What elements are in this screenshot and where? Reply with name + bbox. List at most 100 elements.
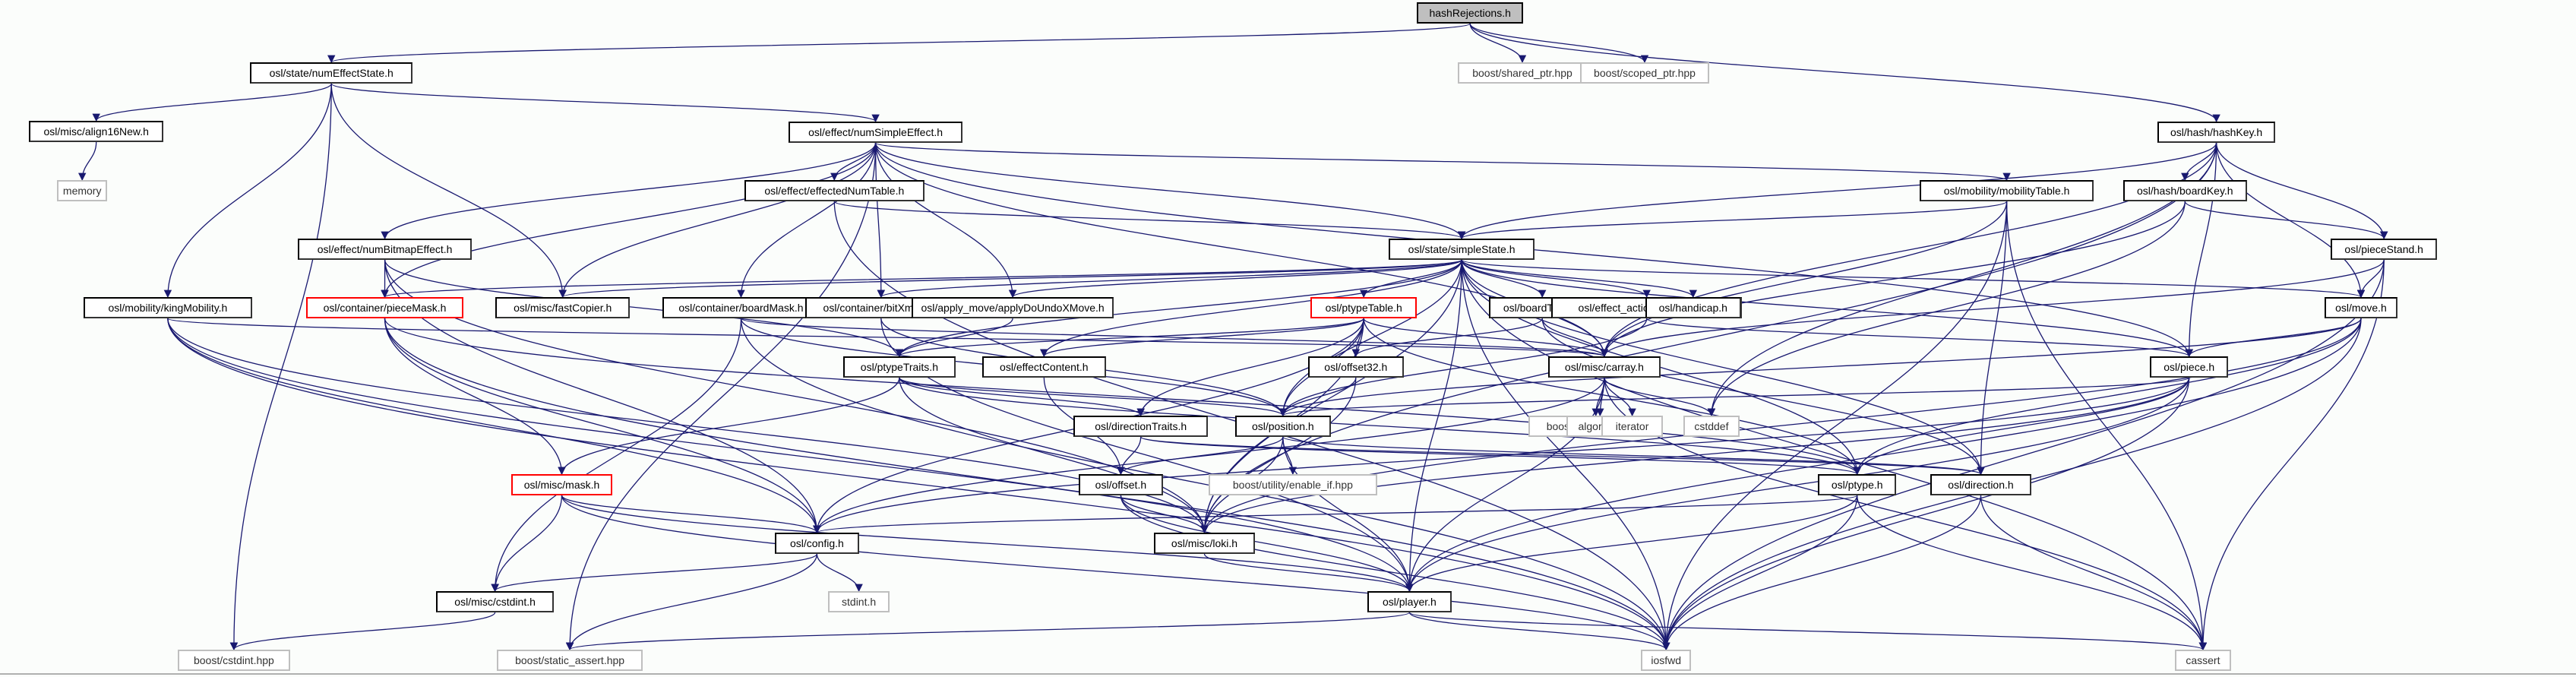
node-simple-state[interactable]: osl/state/simpleState.h [1389, 239, 1535, 260]
edge-hashKey-to-loki [1200, 142, 2217, 534]
node-king-mobility[interactable]: osl/mobility/kingMobility.h [84, 297, 252, 318]
node-offset[interactable]: osl/offset.h [1079, 474, 1163, 495]
edge-numSimpleEffect-to-mobilityTable [874, 142, 2011, 182]
edge-boardKey-to-cstddef [1707, 201, 2186, 417]
edge-align16New-to-memory [78, 141, 97, 182]
edge-numEffectState-to-numSimpleEffect [330, 83, 880, 123]
edge-hashKey-to-piece [2185, 142, 2217, 358]
node-scoped-ptr[interactable]: boost/scoped_ptr.hpp [1580, 62, 1709, 84]
edge-boardMask-to-carray [740, 318, 1608, 358]
node-piece-mask[interactable]: osl/container/pieceMask.h [306, 297, 463, 318]
edge-offset-to-player [1120, 495, 1414, 593]
node-iosfwd[interactable]: iosfwd [1641, 650, 1692, 671]
node-apply-do-undo[interactable]: osl/apply_move/applyDoUndoXMove.h [912, 297, 1114, 318]
edge-pieceFilter-to-position [1279, 318, 1648, 417]
node-mobility-table[interactable]: osl/mobility/mobilityTable.h [1920, 180, 2094, 201]
node-hash-key[interactable]: osl/hash/hashKey.h [2157, 122, 2276, 143]
edge-directionTraits-to-ptype [1140, 436, 1861, 476]
node-board-key[interactable]: osl/hash/boardKey.h [2123, 180, 2247, 201]
node-cassert[interactable]: cassert [2175, 650, 2231, 671]
node-align16new[interactable]: osl/misc/align16New.h [29, 121, 164, 142]
edge-numSimpleEffect-to-simpleState [874, 142, 1466, 240]
node-board-mask[interactable]: osl/container/boardMask.h [662, 297, 820, 318]
edge-numEffectState-to-align16New [92, 83, 332, 122]
edge-ptypeTable-to-carray [1363, 318, 1608, 358]
node-ptype-table[interactable]: osl/ptypeTable.h [1310, 297, 1418, 318]
edge-config-to-stdint [816, 553, 863, 593]
edge-simpleState-to-fastCopier [559, 259, 1462, 299]
edge-ptypeTraits-to-position [899, 377, 1287, 417]
node-move[interactable]: osl/move.h [2325, 297, 2397, 318]
edge-offset-to-loki [1120, 495, 1209, 534]
edge-carray-to-config [813, 377, 1605, 534]
node-static-assert[interactable]: boost/static_assert.hpp [497, 650, 643, 671]
node-num-bitmap-effect[interactable]: osl/effect/numBitmapEffect.h [298, 239, 473, 260]
edge-pieceFilter-to-piece [1646, 318, 2193, 358]
edge-numSimpleEffect-to-numBitmapEffect [381, 142, 877, 240]
edge-mask-to-config [561, 495, 821, 534]
node-piece[interactable]: osl/piece.h [2150, 356, 2229, 378]
edge-config-to-misc_cstdint [491, 553, 818, 593]
edge-effectedNumTable-to-simpleState [833, 201, 1465, 240]
edge-misc_cstdint-to-boost_cstdint [229, 612, 496, 651]
edge-simpleState-to-iosfwd [1461, 259, 1670, 651]
node-num-simple-effect[interactable]: osl/effect/numSimpleEffect.h [789, 122, 963, 143]
edge-mobilityTable-to-simpleState [1458, 201, 2008, 240]
node-enable-if[interactable]: boost/utility/enable_if.hpp [1209, 474, 1377, 495]
edge-pieceStand-to-carray [1600, 259, 2385, 358]
edge-pieceStand-to-move [2356, 259, 2385, 299]
edge-ptypeTable-to-ptype [1363, 318, 1861, 476]
edge-boardMask-to-misc_cstdint [491, 318, 742, 593]
node-loki[interactable]: osl/misc/loki.h [1154, 533, 1255, 554]
edge-applyDoUndo-to-ptypeTraits [895, 318, 1013, 358]
node-root[interactable]: hashRejections.h [1417, 2, 1524, 24]
edge-ptype-to-player [1405, 495, 1858, 593]
node-position[interactable]: osl/position.h [1235, 416, 1331, 437]
edge-player-to-static_assert [566, 612, 1411, 651]
node-num-effect-state[interactable]: osl/state/numEffectState.h [250, 62, 413, 84]
node-iterator[interactable]: iterator [1601, 416, 1664, 437]
node-config[interactable]: osl/config.h [775, 533, 859, 554]
node-piece-stand[interactable]: osl/pieceStand.h [2331, 239, 2438, 260]
node-fast-copier[interactable]: osl/misc/fastCopier.h [495, 297, 631, 318]
edge-numSimpleEffect-to-applyDoUndo [874, 142, 1017, 299]
edge-kingMobility-to-config [167, 318, 821, 534]
edge-ptype-to-cassert [1857, 495, 2208, 651]
node-misc-cstdint[interactable]: osl/misc/cstdint.h [436, 591, 555, 612]
node-ptype-traits[interactable]: osl/ptypeTraits.h [843, 356, 956, 378]
edge-numEffectState-to-fastCopier [330, 83, 567, 299]
node-effected-num-table[interactable]: osl/effect/effectedNumTable.h [744, 180, 925, 201]
node-player[interactable]: osl/player.h [1367, 591, 1452, 612]
node-mask[interactable]: osl/misc/mask.h [511, 474, 612, 495]
edge-ptypeTable-to-ptypeTraits [895, 318, 1364, 358]
node-effect-content[interactable]: osl/effectContent.h [982, 356, 1106, 378]
node-shared-ptr[interactable]: boost/shared_ptr.hpp [1458, 62, 1587, 84]
edge-boardKey-to-carray [1600, 201, 2186, 358]
node-offset32[interactable]: osl/offset32.h [1308, 356, 1404, 378]
edge-ptypeTraits-to-mask [558, 377, 900, 476]
edge-mobilityTable-to-cassert [2005, 201, 2208, 651]
edge-ptype-to-config [813, 495, 1858, 534]
edge-ptypeTable-to-effectContent [1040, 318, 1364, 358]
node-handicap[interactable]: osl/handicap.h [1645, 297, 1741, 318]
edge-move-to-position [1279, 318, 2362, 417]
node-direction-traits[interactable]: osl/directionTraits.h [1073, 416, 1209, 437]
edge-root-to-shared_ptr [1469, 23, 1527, 64]
edge-root-to-hashKey [1469, 23, 2220, 123]
edge-numSimpleEffect-to-pieceMask [381, 142, 877, 299]
edge-position-to-direction [1282, 436, 1985, 476]
edge-pieceMask-to-ptype [384, 318, 1861, 476]
edge-boardMask-to-iosfwd [740, 318, 1670, 651]
edge-simpleState-to-piece [1461, 259, 2193, 358]
edge-numEffectState-to-boost_cstdint [229, 83, 332, 651]
edge-simpleState-to-pieceFilter [1461, 259, 1651, 299]
node-memory[interactable]: memory [57, 180, 108, 201]
node-cstddef[interactable]: cstddef [1683, 416, 1740, 437]
node-stdint[interactable]: stdint.h [828, 591, 890, 612]
node-boost-cstdint[interactable]: boost/cstdint.hpp [178, 650, 290, 671]
node-carray[interactable]: osl/misc/carray.h [1548, 356, 1661, 378]
edge-move-to-player [1405, 318, 2362, 593]
node-direction[interactable]: osl/direction.h [1930, 474, 2031, 495]
edge-offset-to-iosfwd [1120, 495, 1670, 651]
node-ptype[interactable]: osl/ptype.h [1818, 474, 1897, 495]
